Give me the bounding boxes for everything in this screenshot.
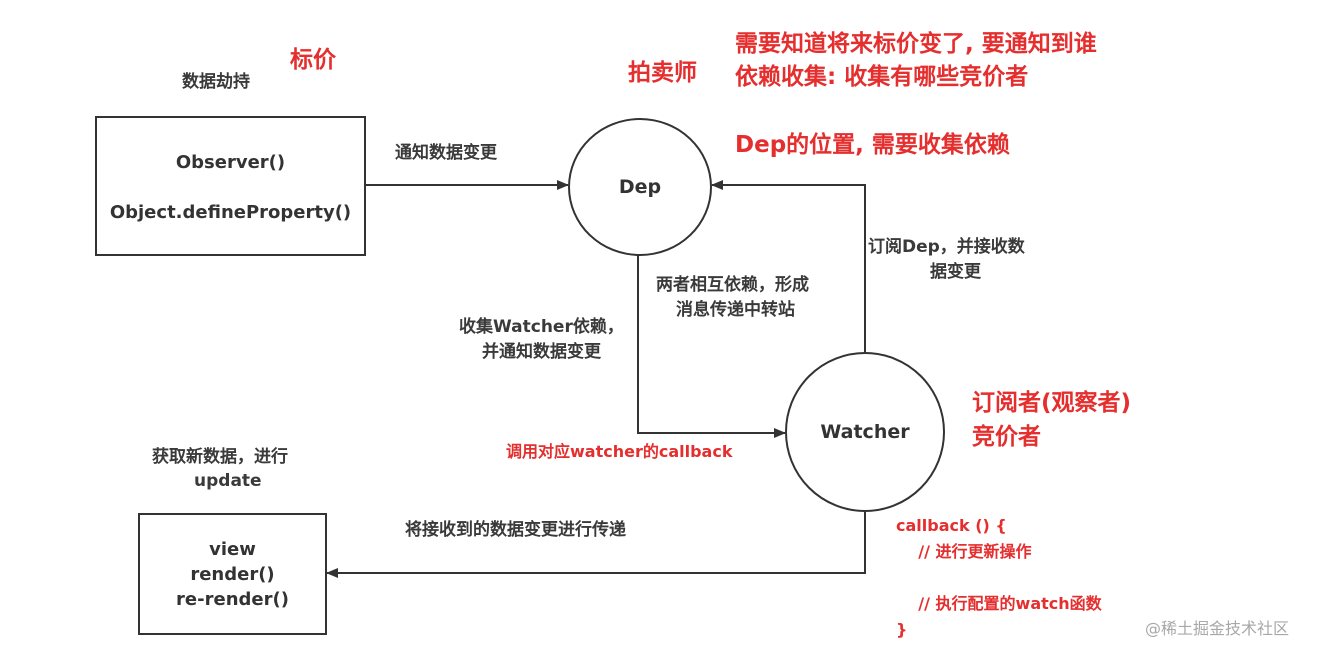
mutual-label-1: 两者相互依赖，形成 (656, 275, 809, 295)
define-property-label: Object.defineProperty() (109, 202, 352, 223)
watcher-label: Watcher (820, 421, 910, 443)
dep-label: Dep (618, 176, 662, 198)
callback-code-line-1: callback () { (896, 516, 1007, 535)
get-data-label-2: update (194, 471, 262, 491)
price-label: 标价 (290, 47, 336, 73)
transfer-label: 将接收到的数据变更进行传递 (405, 520, 626, 540)
subscriber-label-2: 竞价者 (972, 424, 1041, 450)
need-know-label-2: 依赖收集: 收集有哪些竞价者 (735, 64, 1029, 90)
auctioneer-label: 拍卖师 (628, 60, 697, 86)
arrow-watcher-to-dep (711, 180, 866, 352)
arrow-dep-to-watcher (637, 252, 786, 438)
collect-watcher-label-2: 并通知数据变更 (482, 342, 601, 362)
observer-label: Observer() (175, 152, 286, 173)
need-know-label-1: 需要知道将来标价变了, 要通知到谁 (735, 31, 1097, 57)
watermark: @稀土掘金技术社区 (1145, 619, 1290, 638)
get-data-label-1: 获取新数据，进行 (152, 447, 288, 467)
notify-change-label: 通知数据变更 (395, 143, 497, 163)
subscriber-label-1: 订阅者(观察者) (972, 390, 1132, 416)
collect-watcher-label-1: 收集Watcher依赖， (459, 317, 624, 337)
view-label: view (209, 539, 256, 560)
subscribe-dep-label-1: 订阅Dep，并接收数 (868, 237, 1025, 257)
subscribe-dep-label-2: 据变更 (930, 262, 981, 282)
view-box: view render() re-render() (138, 513, 327, 635)
observer-box: Observer() Object.defineProperty() (95, 116, 366, 256)
re-render-label: re-render() (176, 589, 289, 610)
arrow-watcher-to-view (326, 512, 866, 578)
call-callback-label: 调用对应watcher的callback (506, 442, 733, 461)
dep-position-label: Dep的位置, 需要收集依赖 (735, 132, 1010, 158)
callback-code-line-5: } (896, 620, 908, 639)
mutual-label-2: 消息传递中转站 (676, 300, 795, 320)
callback-code-line-4: // 执行配置的watch函数 (896, 594, 1102, 613)
callback-code-line-2: // 进行更新操作 (896, 542, 1032, 561)
data-hijack-label: 数据劫持 (182, 72, 250, 92)
dep-node: Dep (568, 118, 712, 256)
watcher-node: Watcher (785, 352, 945, 512)
render-label: render() (190, 564, 275, 585)
